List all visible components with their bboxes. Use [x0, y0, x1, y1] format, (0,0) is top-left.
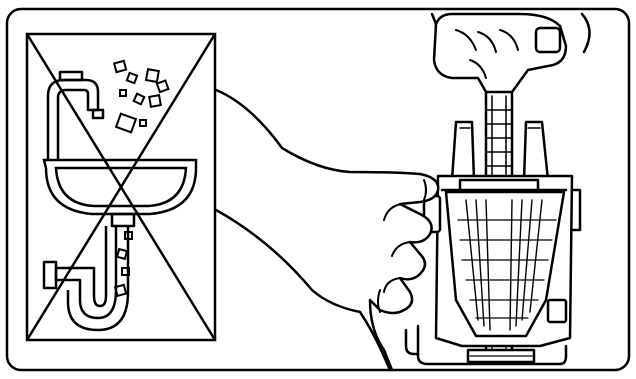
prohibited-panel	[27, 34, 215, 340]
